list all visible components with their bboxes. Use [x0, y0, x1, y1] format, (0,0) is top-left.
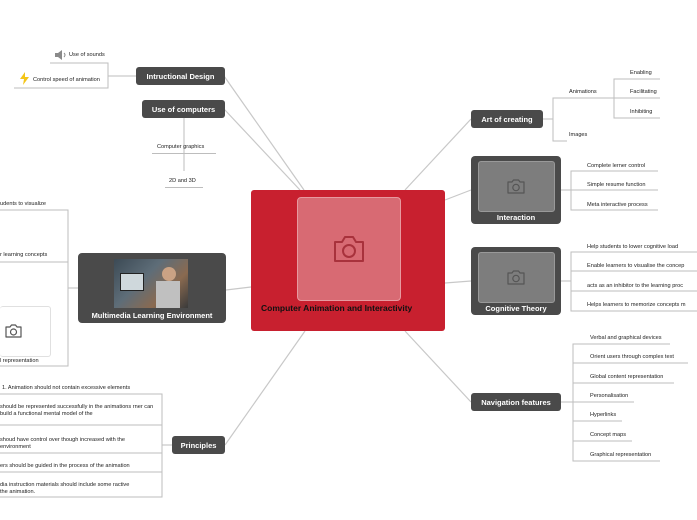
leaf-complete-control: Complete lerner control [587, 163, 646, 169]
cognitive-image-placeholder [478, 252, 555, 303]
use-of-computers-node[interactable]: Use of computers [142, 100, 225, 118]
leaf-memorize: Helps learners to memorize concepts m [587, 302, 686, 308]
leaf-principle-4: ers should be guided in the process of t… [0, 463, 130, 469]
leaf-visualise-concept: Enable learners to visualise the concep [587, 263, 685, 269]
interaction-node[interactable]: Interaction [471, 156, 561, 224]
use-of-computers-label: Use of computers [151, 104, 216, 114]
principles-label: Principles [180, 440, 217, 450]
leaf-representation: l representation [0, 358, 39, 364]
instructional-design-node[interactable]: Intructional Design [136, 67, 225, 85]
interaction-image-placeholder [478, 161, 555, 212]
leaf-principle-5: dia instruction materials should include… [0, 482, 130, 495]
art-of-creating-label: Art of creating [481, 114, 533, 124]
lightning-icon [20, 72, 29, 85]
leaf-global-content: Global content representation [590, 374, 664, 380]
leaf-meta-interactive: Meta interactive process [587, 202, 648, 208]
camera-icon [334, 236, 364, 262]
cognitive-theory-node[interactable]: Cognitive Theory [471, 247, 561, 315]
leaf-concept-maps: Concept maps [590, 432, 627, 438]
interaction-label: Interaction [496, 213, 536, 222]
leaf-animations: Animations [569, 89, 597, 95]
navigation-features-label: Navigation features [481, 397, 551, 407]
navigation-features-node[interactable]: Navigation features [471, 393, 561, 411]
leaf-enabling: Enabling [630, 70, 652, 76]
leaf-control-speed: Control speed of animation [33, 77, 100, 83]
leaf-graphical-representation: Graphical representation [590, 452, 652, 458]
leaf-inhibiting: Inhibiting [630, 109, 653, 115]
leaf-learning-concepts: r learning concepts [0, 252, 48, 258]
central-title: Computer Animation and Interactivity [261, 303, 413, 313]
leaf-use-of-sounds: Use of sounds [69, 52, 105, 58]
leaf-cognitive-load: Help students to lower cognitive load [587, 244, 679, 250]
art-of-creating-node[interactable]: Art of creating [471, 110, 543, 128]
leaf-visualize: udents to visualize [0, 201, 47, 207]
camera-icon [507, 270, 525, 285]
central-topic[interactable]: Computer Animation and Interactivity [251, 190, 445, 331]
leaf-computer-graphics: Computer graphics [157, 144, 205, 150]
leaf-personalisation: Personalisation [590, 393, 629, 399]
leaf-2d-3d: 2D and 3D [169, 178, 196, 184]
central-image-placeholder [297, 197, 401, 301]
leaf-images: Images [569, 132, 588, 138]
multimedia-photo [114, 259, 188, 308]
leaf-resume-function: Simple resume function [587, 182, 646, 188]
multimedia-image-placeholder [0, 306, 51, 357]
multimedia-label: Multimedia Learning Environment [91, 311, 213, 320]
leaf-verbal-graphical: Verbal and graphical devices [590, 335, 662, 341]
leaf-inhibitor: acts as an inhibitor to the learning pro… [587, 283, 684, 289]
instructional-design-label: Intructional Design [146, 71, 215, 81]
camera-icon [507, 179, 525, 194]
speaker-icon [55, 50, 66, 60]
leaf-principle-1: 1. Animation should not contain excessiv… [2, 385, 131, 391]
leaf-hyperlinks: Hyperlinks [590, 412, 617, 418]
cognitive-theory-label: Cognitive Theory [485, 304, 547, 313]
leaf-facilitating: Facilitating [630, 89, 657, 95]
camera-icon [5, 324, 22, 338]
leaf-principle-3: shoud have control over though increased… [0, 437, 126, 450]
leaf-principle-2: should be represented successfully in th… [0, 404, 154, 417]
principles-node[interactable]: Principles [172, 436, 225, 454]
multimedia-learning-node[interactable]: Multimedia Learning Environment [78, 253, 226, 323]
leaf-orient-users: Orient users through complex text [590, 354, 674, 360]
